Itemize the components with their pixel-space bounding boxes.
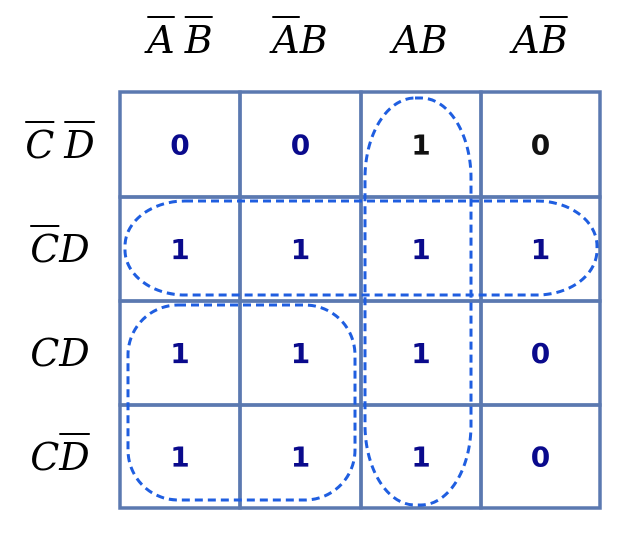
group-loop-quad-C-notA (126, 303, 357, 502)
cell-value: 1 (531, 233, 550, 266)
group-loop-row-notC-D (123, 199, 599, 297)
cell-value: 0 (291, 129, 310, 162)
cell-value: 0 (531, 337, 550, 370)
cell-value: 1 (170, 337, 189, 370)
variable: C (25, 122, 55, 167)
variable: D (64, 122, 95, 167)
column-header: AB (392, 18, 447, 62)
cell-value: 1 (170, 441, 189, 474)
cell-value: 1 (291, 441, 310, 474)
cell-value: 1 (411, 129, 430, 162)
column-header: AB (512, 18, 567, 62)
variable: C (30, 434, 60, 479)
variable: B (299, 18, 328, 62)
variable: D (59, 227, 90, 271)
variable: B (539, 18, 568, 62)
variable: C (30, 227, 60, 271)
grid-cell (479, 403, 602, 510)
variable: B (184, 18, 213, 62)
column-header: AB (272, 18, 327, 62)
row-header: CD (30, 435, 90, 479)
cell-value: 0 (170, 129, 189, 162)
row-header: CD (30, 227, 90, 271)
cell-value: 1 (411, 337, 430, 370)
cell-value: 0 (531, 129, 550, 162)
group-loop-column-AB (363, 96, 473, 507)
cell-value: 1 (291, 337, 310, 370)
cell-value: 1 (411, 441, 430, 474)
variable: B (419, 18, 448, 62)
variable: C (30, 331, 60, 375)
cell-value: 1 (291, 233, 310, 266)
cell-value: 1 (411, 233, 430, 266)
variable: A (392, 18, 420, 62)
cell-value: 0 (531, 441, 550, 474)
variable: A (147, 18, 175, 62)
variable: A (512, 18, 540, 62)
variable: D (59, 434, 90, 479)
variable: D (59, 331, 90, 375)
variable: A (272, 18, 300, 62)
cell-value: 1 (170, 233, 189, 266)
row-header: CD (30, 331, 90, 375)
